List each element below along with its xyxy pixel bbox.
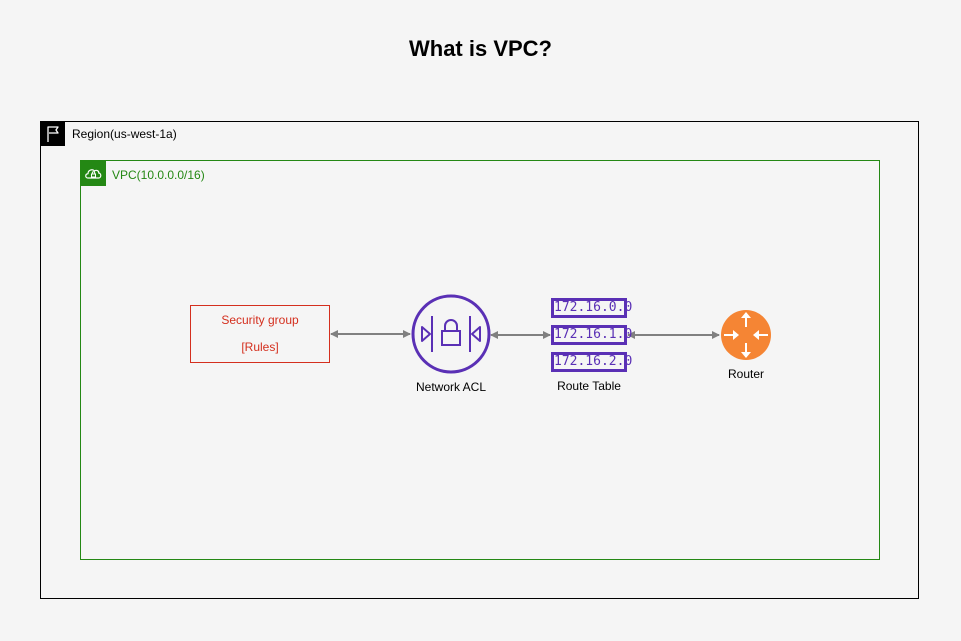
route-table-row: 172.16.2.0 — [551, 352, 632, 372]
region-group: Region(us-west-1a) — [40, 121, 919, 599]
cloud-lock-icon — [81, 161, 106, 186]
security-group-box: Security group [Rules] — [190, 305, 330, 363]
router-icon — [721, 310, 771, 360]
network-acl-icon — [411, 294, 491, 374]
security-group-title: Security group — [221, 313, 299, 327]
router-label: Router — [727, 367, 765, 381]
security-group-rules: [Rules] — [241, 340, 279, 354]
diagram-title: What is VPC? — [408, 36, 552, 61]
vpc-label: VPC(10.0.0.0/16) — [112, 168, 205, 182]
vpc-group: VPC(10.0.0.0/16) — [80, 160, 880, 560]
flag-icon — [41, 122, 65, 146]
region-label: Region(us-west-1a) — [72, 127, 177, 141]
route-table-row: 172.16.1.0 — [551, 325, 632, 345]
route-table-row: 172.16.0.0 — [551, 298, 632, 318]
network-acl-label: Network ACL — [415, 380, 487, 394]
route-table-label: Route Table — [557, 379, 621, 393]
